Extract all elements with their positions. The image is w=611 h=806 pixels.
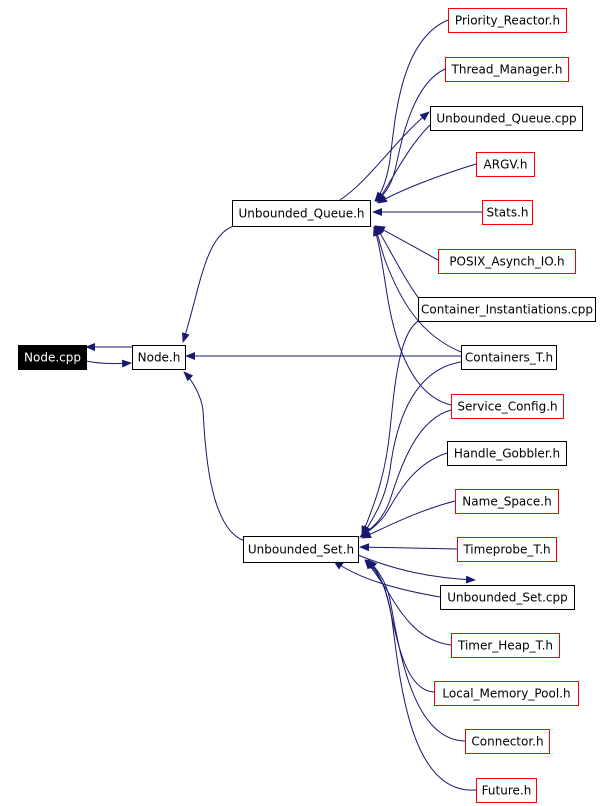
node-box xyxy=(434,681,579,706)
node-future-h[interactable]: Future.h xyxy=(476,778,537,803)
node-label: Stats.h xyxy=(486,206,528,220)
node-connector-h[interactable]: Connector.h xyxy=(465,729,550,754)
edge-argv-to-unbounded-queue xyxy=(377,163,477,204)
node-box xyxy=(438,249,576,274)
node-box xyxy=(132,345,186,370)
node-box xyxy=(451,633,560,658)
node-box xyxy=(455,489,559,514)
node-label: Service_Config.h xyxy=(457,400,557,414)
edge-priority-reactor-to-unbounded-queue xyxy=(374,19,449,202)
node-box xyxy=(457,537,557,562)
node-label: ARGV.h xyxy=(484,158,528,172)
edge-thread-manager-to-unbounded-queue xyxy=(375,68,446,202)
edge-future-to-unbounded-set xyxy=(367,559,477,791)
node-label: Priority_Reactor.h xyxy=(455,14,560,28)
node-label: Thread_Manager.h xyxy=(451,63,563,77)
node-box xyxy=(18,345,87,370)
node-label: Local_Memory_Pool.h xyxy=(442,687,570,701)
node-label: Unbounded_Queue.h xyxy=(238,207,364,221)
node-box xyxy=(451,394,564,419)
node-box xyxy=(476,152,535,177)
node-label: Unbounded_Queue.cpp xyxy=(436,112,576,126)
node-service-config-h[interactable]: Service_Config.h xyxy=(451,394,564,419)
node-unbounded-set-cpp[interactable]: Unbounded_Set.cpp xyxy=(440,585,575,610)
node-local-memory-pool-h[interactable]: Local_Memory_Pool.h xyxy=(434,681,579,706)
node-handle-gobbler-h[interactable]: Handle_Gobbler.h xyxy=(447,441,567,466)
node-posix-asynch-io-h[interactable]: POSIX_Asynch_IO.h xyxy=(438,249,576,274)
edge-name-space-to-unbounded-set xyxy=(361,500,456,539)
node-box xyxy=(476,778,537,803)
node-label: Node.h xyxy=(138,351,181,365)
node-label: Handle_Gobbler.h xyxy=(454,447,560,461)
node-box xyxy=(440,585,575,610)
edge-handle-gobbler-to-unbounded-set xyxy=(359,452,448,538)
node-box xyxy=(465,729,550,754)
node-box xyxy=(448,8,567,33)
node-label: POSIX_Asynch_IO.h xyxy=(449,255,564,269)
edge-connector-to-unbounded-set xyxy=(367,559,466,742)
node-container-instantiations-cpp[interactable]: Container_Instantiations.cpp xyxy=(418,297,596,322)
edge-unbounded-set-h-to-node-h xyxy=(183,371,246,542)
edge-containers-t-to-unbounded-queue xyxy=(374,225,462,353)
node-name-space-h[interactable]: Name_Space.h xyxy=(455,489,559,514)
node-label: Container_Instantiations.cpp xyxy=(421,303,593,317)
node-timeprobe-t-h[interactable]: Timeprobe_T.h xyxy=(457,537,557,562)
edge-service-config-to-unbounded-set xyxy=(360,409,452,537)
node-unbounded-queue-h[interactable]: Unbounded_Queue.h xyxy=(232,200,371,227)
node-label: Unbounded_Set.h xyxy=(248,543,354,557)
edge-timeprobe-to-unbounded-set xyxy=(359,543,458,552)
node-label: Timeprobe_T.h xyxy=(462,543,550,557)
node-node-cpp[interactable]: Node.cpp xyxy=(18,345,87,370)
node-label: Future.h xyxy=(482,784,532,798)
edge-node-cpp-to-node-h xyxy=(85,359,132,368)
edge-container-inst-to-unbounded-set xyxy=(361,319,421,536)
node-label: Containers_T.h xyxy=(465,351,553,365)
edges xyxy=(85,19,482,791)
node-box xyxy=(461,345,557,370)
edge-service-config-to-unbounded-queue xyxy=(373,226,452,406)
node-unbounded-queue-cpp[interactable]: Unbounded_Queue.cpp xyxy=(430,106,583,131)
node-box xyxy=(430,106,583,131)
node-argv-h[interactable]: ARGV.h xyxy=(476,152,535,177)
node-timer-heap-t-h[interactable]: Timer_Heap_T.h xyxy=(451,633,560,658)
node-box xyxy=(232,200,371,227)
node-unbounded-set-h[interactable]: Unbounded_Set.h xyxy=(243,536,359,563)
edge-unbounded-set-cpp-to-unbounded-set-h xyxy=(333,560,441,598)
node-priority-reactor-h[interactable]: Priority_Reactor.h xyxy=(448,8,567,33)
node-box xyxy=(482,200,533,225)
node-label: Name_Space.h xyxy=(462,495,551,509)
node-label: Connector.h xyxy=(471,735,543,749)
node-box xyxy=(418,297,596,322)
node-stats-h[interactable]: Stats.h xyxy=(482,200,533,225)
node-label: Node.cpp xyxy=(24,351,81,365)
node-containers-t-h[interactable]: Containers_T.h xyxy=(461,345,557,370)
node-box xyxy=(447,441,567,466)
node-label: Timer_Heap_T.h xyxy=(457,639,553,653)
node-label: Unbounded_Set.cpp xyxy=(447,591,568,605)
edge-local-memory-pool-to-unbounded-set xyxy=(365,559,435,693)
node-thread-manager-h[interactable]: Thread_Manager.h xyxy=(445,57,569,82)
node-box xyxy=(243,536,359,563)
node-box xyxy=(445,57,569,82)
edge-unbounded-queue-h-to-node-h xyxy=(181,224,239,343)
node-node-h[interactable]: Node.h xyxy=(132,345,186,370)
edge-unbounded-queue-h-to-unbounded-queue-cpp xyxy=(339,111,430,201)
edge-containers-t-to-unbounded-set xyxy=(362,361,462,536)
